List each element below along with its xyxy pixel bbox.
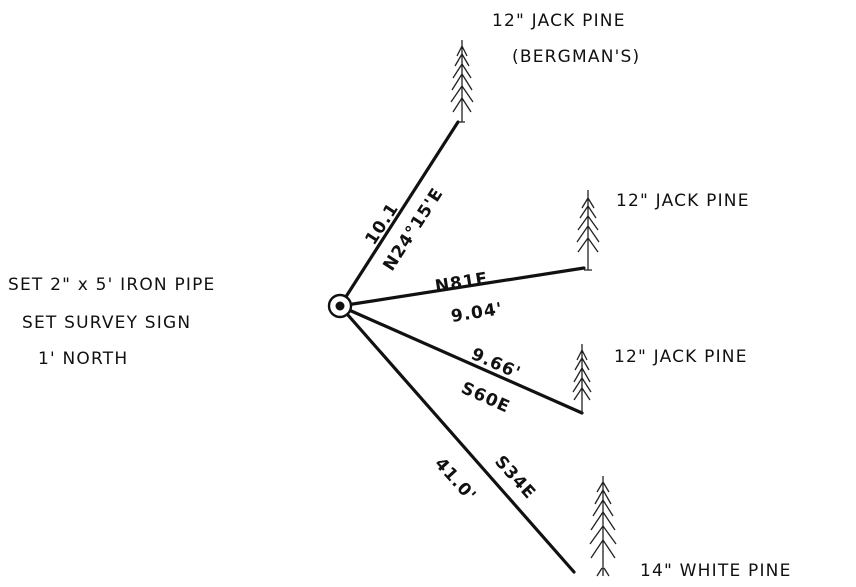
bearing-line-1: [338, 120, 460, 308]
tree-sublabel-1: (BERGMAN'S): [512, 47, 640, 67]
tree-icon-3: [572, 344, 592, 414]
iron-pipe-symbol: [327, 293, 353, 319]
tree-label-2: 12" JACK PINE: [616, 191, 750, 211]
distance-label-3: 9.66': [468, 344, 524, 383]
tree-label-1: 12" JACK PINE: [492, 11, 626, 31]
pipe-note-line1: SET 2" x 5' IRON PIPE: [8, 275, 216, 295]
pipe-note-line2: SET SURVEY SIGN: [22, 313, 191, 333]
bearing-line-3: [338, 304, 584, 415]
tree-icon-1: [450, 40, 474, 123]
bearing-line-2: [338, 266, 586, 308]
tree-icon-2: [576, 190, 600, 271]
bearing-line-4: [338, 304, 576, 574]
bearing-label-3: S60E: [458, 378, 513, 417]
distance-label-2: 9.04': [450, 299, 505, 327]
pipe-note-line3: 1' NORTH: [38, 349, 128, 369]
bearing-label-4: S34E: [490, 452, 539, 504]
distance-label-4: 41.0': [430, 454, 480, 506]
bearing-label-2: N81E: [434, 269, 490, 297]
tree-label-3: 12" JACK PINE: [614, 347, 748, 367]
tree-label-4: 14" WHITE PINE: [640, 561, 792, 581]
tree-icon-4: [589, 476, 617, 577]
